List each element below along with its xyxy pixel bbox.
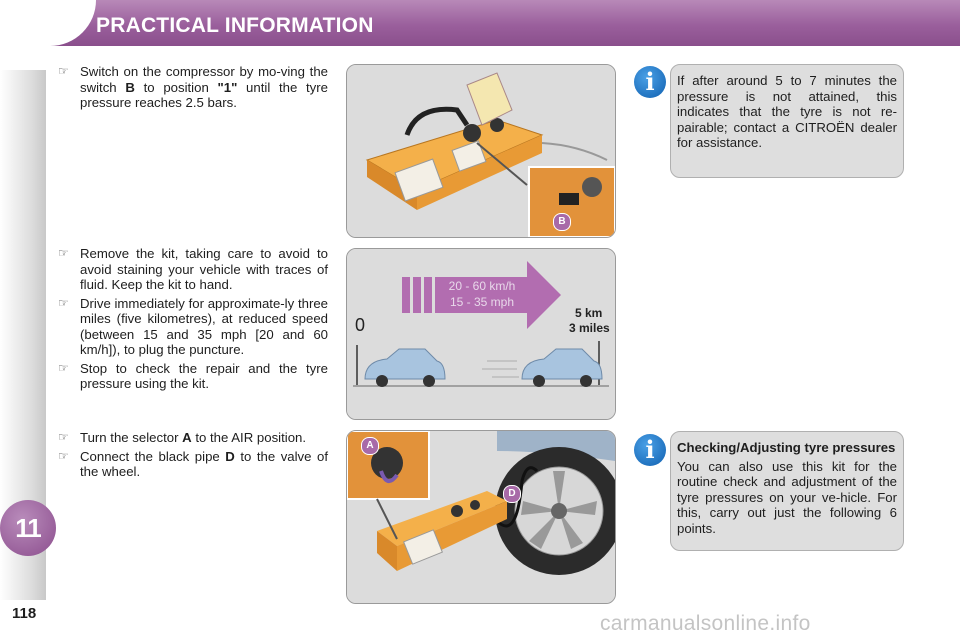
info-content: Checking/Adjusting tyre pressures You ca… — [671, 432, 903, 544]
page-number: 118 — [12, 605, 37, 622]
chapter-tab: 11 — [0, 500, 56, 556]
info-box-not-repairable: If after around 5 to 7 minutes the press… — [670, 64, 904, 178]
page-title: PRACTICAL INFORMATION — [96, 14, 374, 37]
figure-connect-pipe: A D — [346, 430, 616, 604]
list-item: ☞ Remove the kit, taking care to avoid t… — [58, 246, 328, 293]
list-item: ☞ Stop to check the repair and the tyre … — [58, 361, 328, 392]
pointing-hand-icon: ☞ — [58, 430, 69, 444]
info-box-checking: Checking/Adjusting tyre pressures You ca… — [670, 431, 904, 551]
list-item: ☞ Switch on the compressor by mo-ving th… — [58, 64, 328, 111]
figure-compressor-switch: B — [346, 64, 616, 238]
speed-mph: 15 - 35 mph — [449, 295, 515, 309]
header-corner — [0, 0, 96, 46]
compressor-illustration — [347, 65, 615, 237]
label-b: B — [553, 213, 571, 231]
drive-illustration — [347, 249, 615, 419]
bullet-text: Turn the selector A to the AIR position. — [80, 430, 307, 445]
bullet-text: Remove the kit, taking care to avoid to … — [80, 246, 328, 292]
instructions-2: ☞ Remove the kit, taking care to avoid t… — [58, 246, 328, 395]
pointing-hand-icon: ☞ — [58, 64, 69, 78]
page-header: PRACTICAL INFORMATION — [0, 0, 960, 46]
list-item: ☞ Drive immediately for approximate-ly t… — [58, 296, 328, 358]
label-a: A — [361, 437, 379, 455]
list-item: ☞ Turn the selector A to the AIR positio… — [58, 430, 328, 446]
wheel-illustration — [347, 431, 615, 603]
instructions-1: ☞ Switch on the compressor by mo-ving th… — [58, 64, 328, 114]
instructions-3: ☞ Turn the selector A to the AIR positio… — [58, 430, 328, 483]
list-item: ☞ Connect the black pipe D to the valve … — [58, 449, 328, 480]
info-icon: i — [634, 434, 666, 466]
pointing-hand-icon: ☞ — [58, 448, 69, 463]
watermark: carmanualsonline.info — [600, 612, 811, 635]
pointing-hand-icon: ☞ — [58, 246, 69, 260]
start-marker: 0 — [355, 315, 366, 335]
label-d: D — [503, 485, 521, 503]
bullet-text: Connect the black pipe D to the valve of… — [80, 448, 328, 480]
info-text: You can also use this kit for the routin… — [677, 458, 897, 536]
bullet-text: Drive immediately for approximate-ly thr… — [80, 295, 328, 358]
distance-miles: 3 miles — [569, 321, 610, 335]
bullet-text: Stop to check the repair and the tyre pr… — [80, 360, 328, 392]
info-title: Checking/Adjusting tyre pressures — [677, 440, 896, 455]
pointing-hand-icon: ☞ — [58, 295, 69, 310]
info-icon: i — [634, 66, 666, 98]
speed-kmh: 20 - 60 km/h — [448, 279, 516, 293]
distance-km: 5 km — [575, 306, 603, 320]
bullet-text: Switch on the compressor by mo-ving the … — [80, 64, 328, 110]
info-text: If after around 5 to 7 minutes the press… — [677, 73, 897, 150]
figure-drive-distance: 20 - 60 km/h 15 - 35 mph 0 5 km 3 miles — [346, 248, 616, 420]
pointing-hand-icon: ☞ — [58, 360, 69, 375]
